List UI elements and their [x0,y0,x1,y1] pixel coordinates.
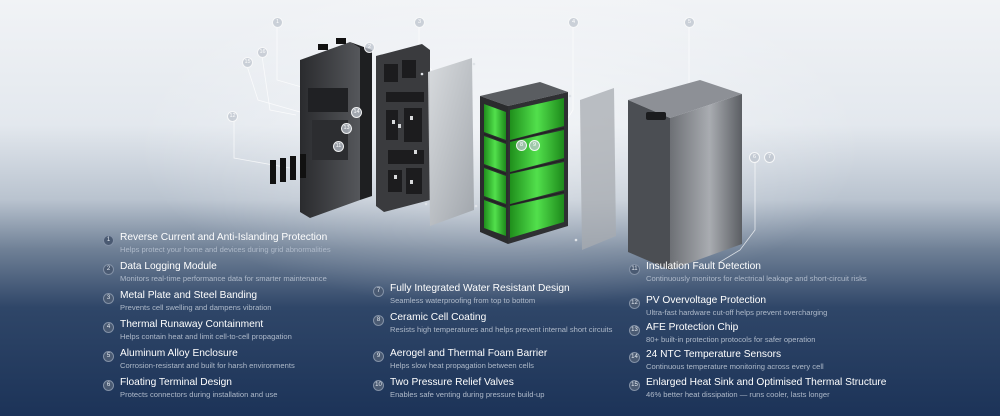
callout-marker: 14 [351,107,362,118]
numbered-circle-icon: 5 [103,351,114,362]
numbered-circle-icon: 14 [629,352,640,363]
feature-description: Corrosion-resistant and built for harsh … [120,361,295,370]
feature-title: Enlarged Heat Sink and Optimised Thermal… [646,377,887,388]
feature-description: Helps contain heat and limit cell-to-cel… [120,332,292,341]
callout-marker: 4 [568,17,579,28]
feature-description: Continuous temperature monitoring across… [646,362,824,371]
callout-marker: 6 [749,152,760,163]
feature-title: Reverse Current and Anti-Islanding Prote… [120,232,328,243]
electronics-board [376,44,430,212]
numbered-circle-icon: 12 [629,298,640,309]
feature-title: AFE Protection Chip [646,322,739,333]
feature-description: 46% better heat dissipation — runs coole… [646,390,830,399]
feature-description: Seamless waterproofing from top to botto… [390,296,536,305]
numbered-circle-icon: 11 [629,264,640,275]
numbered-circle-icon: 10 [373,380,384,391]
callout-marker: 9 [529,140,540,151]
feature-title: Thermal Runaway Containment [120,319,264,330]
insulation-sheet [580,88,616,250]
battery-cell-module [480,82,568,244]
callout-marker: 11 [333,141,344,152]
numbered-circle-icon: 1 [103,235,114,246]
callout-marker: 16 [257,47,268,58]
callout-marker: 1 [272,17,283,28]
feature-title: Metal Plate and Steel Banding [120,290,258,301]
feature-description: Protects connectors during installation … [120,390,278,399]
numbered-circle-icon: 9 [373,351,384,362]
feature-description: Monitors real-time performance data for … [120,274,327,283]
feature-title: Fully Integrated Water Resistant Design [390,283,570,294]
feature-title: Floating Terminal Design [120,377,232,388]
callout-marker: 12 [227,111,238,122]
feature-title: 24 NTC Temperature Sensors [646,349,782,360]
metal-plate [428,58,474,226]
numbered-circle-icon: 8 [373,315,384,326]
feature-description: Helps slow heat propagation between cell… [390,361,534,370]
feature-description: Helps protect your home and devices duri… [120,245,331,254]
feature-description: Resists high temperatures and helps prev… [390,325,613,334]
callout-marker: 8 [516,140,527,151]
callout-marker: 7 [764,152,775,163]
numbered-circle-icon: 6 [103,380,114,391]
outer-enclosure [628,80,742,270]
feature-description: Ultra-fast hardware cut-off helps preven… [646,308,828,317]
feature-title: Two Pressure Relief Valves [390,377,514,388]
feature-description: Prevents cell swelling and dampens vibra… [120,303,272,312]
numbered-circle-icon: 2 [103,264,114,275]
feature-description: Enables safe venting during pressure bui… [390,390,545,399]
feature-title: Aluminum Alloy Enclosure [120,348,238,359]
numbered-circle-icon: 15 [629,380,640,391]
feature-title: Aerogel and Thermal Foam Barrier [390,348,548,359]
callout-marker: 3 [414,17,425,28]
feature-title: Ceramic Cell Coating [390,312,487,323]
callout-marker: 13 [341,123,352,134]
numbered-circle-icon: 3 [103,293,114,304]
feature-description: Continuously monitors for electrical lea… [646,274,867,283]
callout-marker: 5 [684,17,695,28]
feature-title: PV Overvoltage Protection [646,295,767,306]
numbered-circle-icon: 13 [629,325,640,336]
numbered-circle-icon: 4 [103,322,114,333]
callout-marker: 2 [364,42,375,53]
feature-title: Data Logging Module [120,261,217,272]
numbered-circle-icon: 7 [373,286,384,297]
feature-title: Insulation Fault Detection [646,261,761,272]
feature-description: 80+ built-in protection protocols for sa… [646,335,816,344]
callout-marker: 15 [242,57,253,68]
